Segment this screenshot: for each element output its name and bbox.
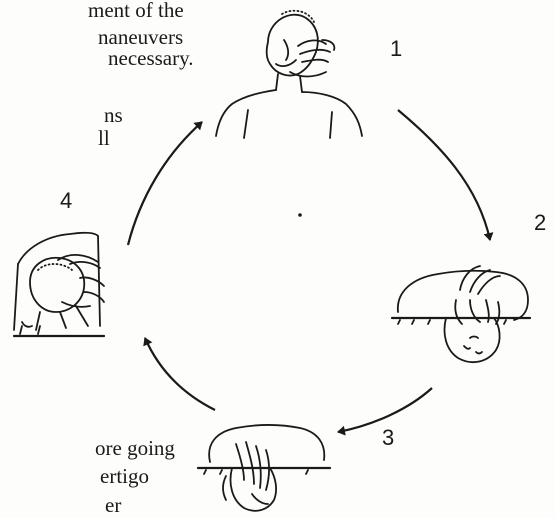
arrow-4-to-1 bbox=[128, 122, 202, 245]
figure-step-4 bbox=[14, 233, 104, 336]
figure-step-2 bbox=[392, 266, 530, 362]
arrow-2-to-3 bbox=[338, 388, 432, 432]
figure-step-1 bbox=[216, 11, 362, 138]
arrow-1-to-2 bbox=[398, 110, 490, 240]
center-dot bbox=[298, 213, 302, 217]
arrow-3-to-4 bbox=[145, 338, 215, 410]
figure-step-3 bbox=[198, 425, 330, 511]
